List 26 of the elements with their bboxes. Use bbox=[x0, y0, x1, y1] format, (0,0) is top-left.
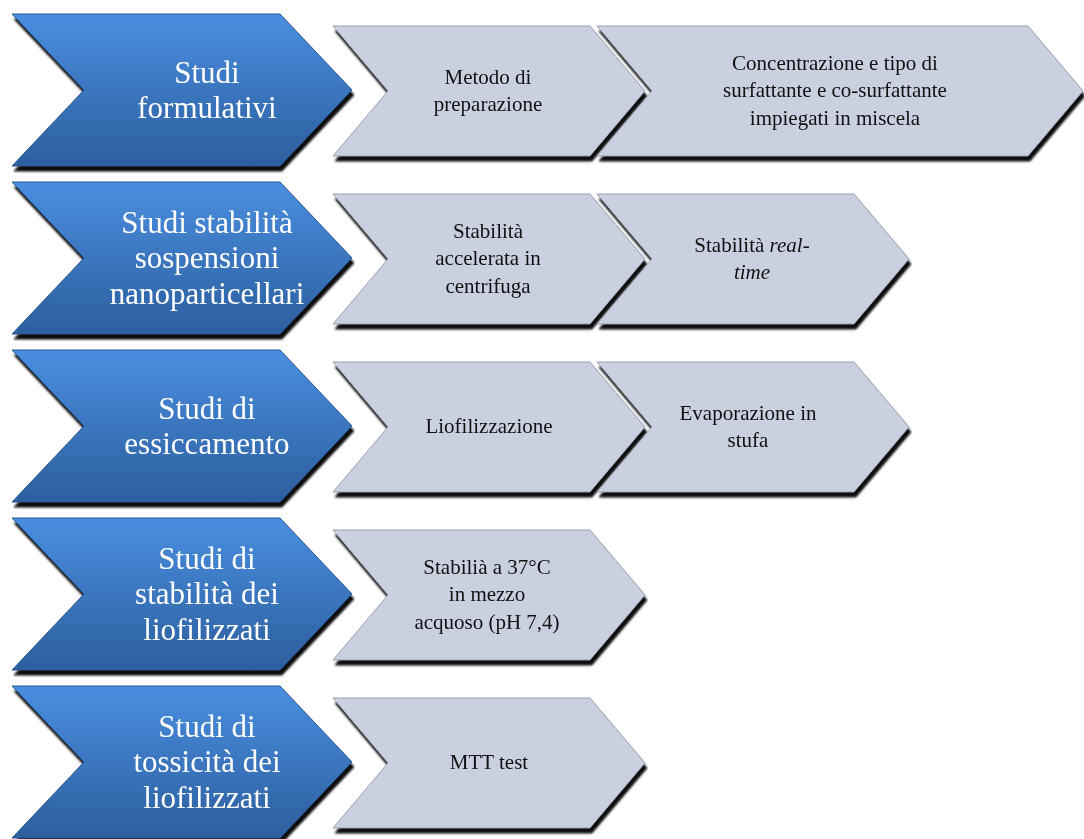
process-step bbox=[333, 194, 645, 324]
phase-label: Studi formulativi bbox=[136, 55, 278, 125]
process-step bbox=[333, 362, 645, 492]
process-step bbox=[597, 362, 909, 492]
phase-label: Studi di essiccamento bbox=[123, 391, 291, 461]
process-step bbox=[333, 530, 645, 660]
step-label: Evaporazione in stufa bbox=[678, 399, 818, 454]
step-label: Liofilizzazione bbox=[425, 413, 553, 441]
phase-label: Studi stabilità sospensioni nanoparticellari bbox=[108, 205, 306, 311]
phase-panel bbox=[12, 350, 352, 502]
step-label: Stabilià a 37°C in mezzo acquoso (pH 7,4) bbox=[413, 554, 561, 636]
step-label: MTT test bbox=[449, 749, 529, 777]
process-step bbox=[333, 26, 645, 156]
process-step bbox=[597, 26, 1083, 156]
phase-panel bbox=[12, 686, 352, 838]
step-label: Metodo di preparazione bbox=[432, 63, 544, 118]
phase-label: Studi di stabilità dei liofilizzati bbox=[134, 541, 280, 647]
step-label: Stabilità accelerata in centrifuga bbox=[434, 218, 542, 300]
phase-panel bbox=[12, 518, 352, 670]
phase-panel bbox=[12, 14, 352, 166]
step-label: Stabilità real-time bbox=[693, 231, 811, 286]
process-step bbox=[597, 194, 909, 324]
phase-panel bbox=[12, 182, 352, 334]
step-label: Concentrazione e tipo di surfattante e co-surfattante impiegati in miscela bbox=[722, 50, 948, 132]
process-step bbox=[333, 698, 645, 828]
phase-label: Studi di tossicità dei liofilizzati bbox=[132, 709, 282, 815]
